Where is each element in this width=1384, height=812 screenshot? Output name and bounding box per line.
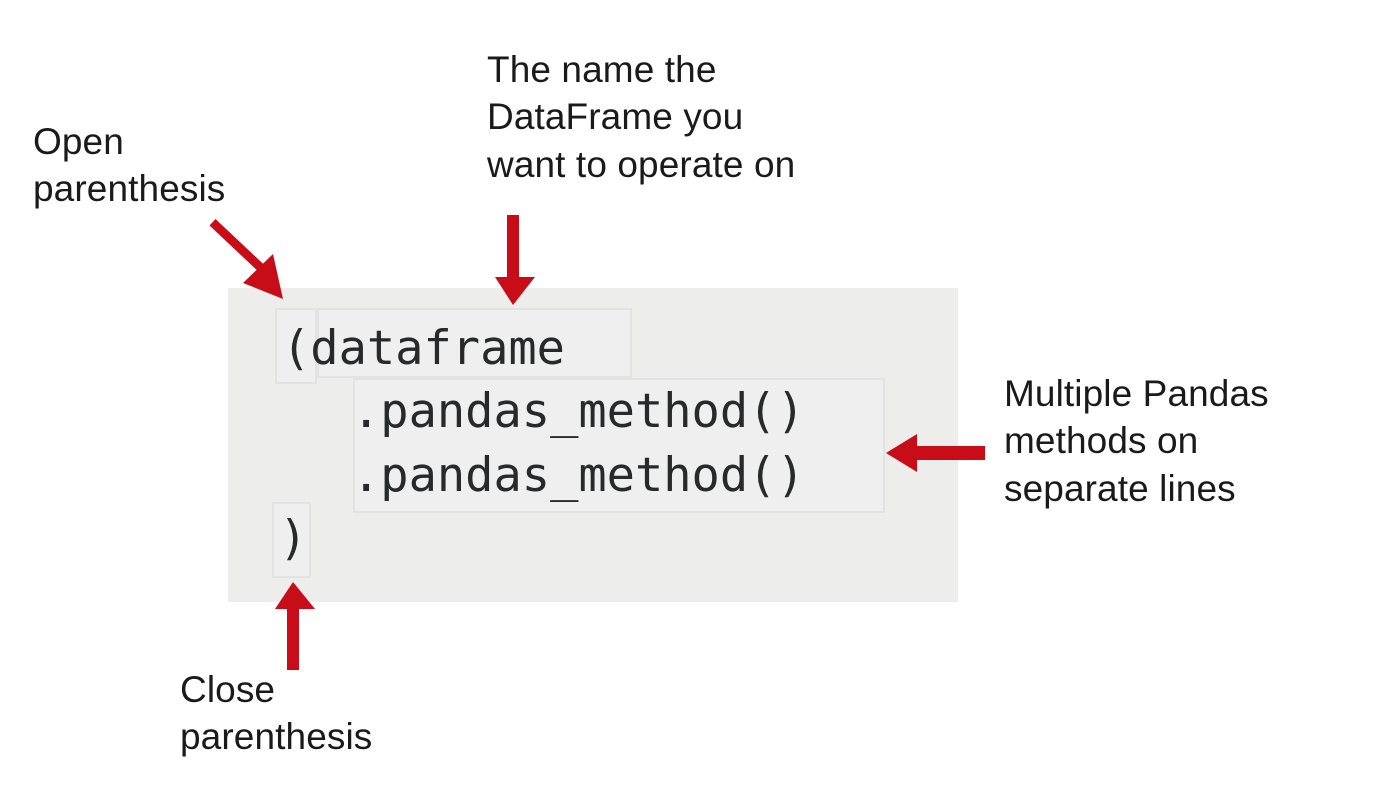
- annotation-label-close-paren: Close parenthesis: [180, 669, 373, 758]
- annotation-label-open-paren: Open parenthesis: [33, 121, 226, 210]
- code-line-method-2: .pandas_method(): [352, 448, 805, 503]
- highlight-open-paren: [275, 308, 317, 384]
- code-line-method-1: .pandas_method(): [352, 384, 805, 439]
- code-line-dataframe: (dataframe: [282, 321, 565, 376]
- highlight-close-paren: [272, 502, 311, 578]
- highlight-methods: [353, 378, 885, 513]
- highlight-dataframe: [317, 308, 632, 378]
- annotation-label-dataframe: The name the DataFrame you want to opera…: [487, 49, 796, 185]
- code-line-close-paren: ): [279, 511, 308, 566]
- annotation-label-methods: Multiple Pandas methods on separate line…: [1004, 373, 1269, 509]
